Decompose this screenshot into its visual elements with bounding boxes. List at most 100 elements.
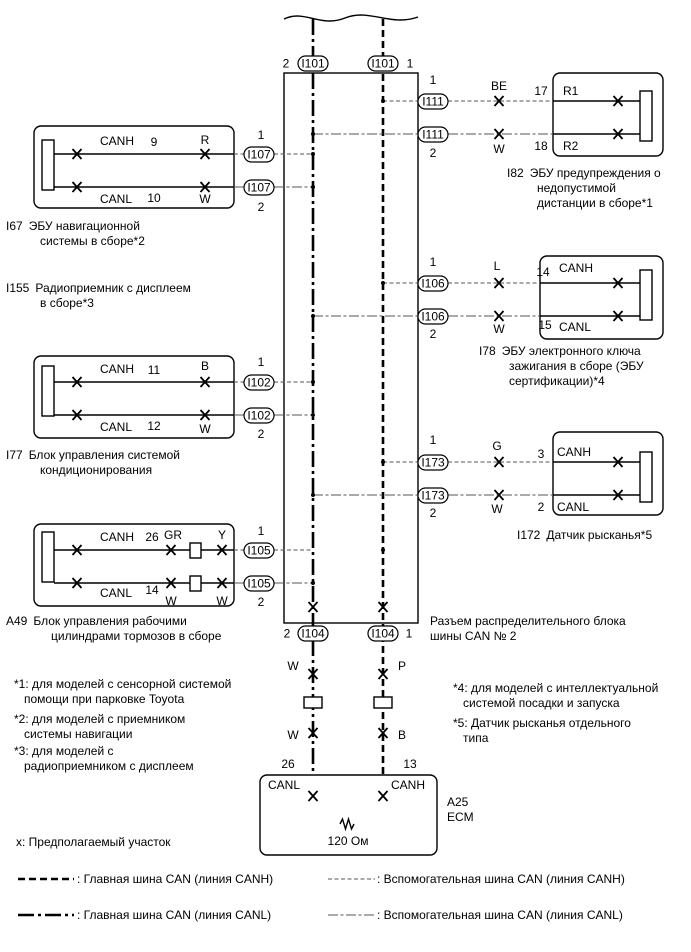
- resistor-value: 120 Ом: [328, 834, 369, 848]
- svg-text:1: 1: [258, 355, 265, 369]
- svg-text:помощи при парковке Toyota: помощи при парковке Toyota: [24, 692, 185, 706]
- resistor-icon: [339, 816, 355, 832]
- svg-text:12: 12: [147, 419, 161, 433]
- svg-text:1: 1: [258, 128, 265, 142]
- ecu-i77-canl-label: CANL: [100, 420, 132, 434]
- connector-i106-label: I106: [421, 310, 445, 324]
- svg-text:W: W: [216, 594, 228, 608]
- svg-text:3: 3: [538, 447, 545, 461]
- svg-text:1: 1: [430, 255, 437, 269]
- ecu-i82-canl-label: R2: [563, 139, 579, 153]
- ecu-a49-canh-label: CANH: [100, 530, 134, 544]
- connector-i101-left: [297, 55, 329, 72]
- svg-text:в сборе*3: в сборе*3: [40, 296, 94, 310]
- svg-text:B: B: [398, 728, 406, 742]
- ecu-i172-box: [552, 431, 664, 516]
- svg-text:2: 2: [258, 595, 265, 609]
- svg-text:G: G: [492, 439, 501, 453]
- svg-text:GR: GR: [164, 528, 182, 542]
- svg-text:W: W: [165, 594, 177, 608]
- svg-text:кондиционирования: кондиционирования: [40, 463, 152, 477]
- ecu-a25-name: ECM: [447, 810, 474, 824]
- svg-text:13: 13: [403, 757, 417, 771]
- svg-text:15: 15: [538, 318, 552, 332]
- ecu-i67-canl-label: CANL: [100, 192, 132, 206]
- ecu-i82-canh-label: R1: [563, 84, 579, 98]
- svg-text:дистанции в сборе*1: дистанции в сборе*1: [537, 196, 653, 210]
- svg-text:2: 2: [258, 427, 265, 441]
- wire-connector-right: [373, 696, 393, 709]
- ecu-a25-box: [259, 774, 438, 856]
- connector-i173-label: I173: [421, 456, 445, 470]
- ecu-i172-canl-label: CANL: [557, 500, 589, 514]
- ecu-i172-canh-label: CANH: [557, 445, 591, 459]
- svg-text:2: 2: [258, 200, 265, 214]
- ecu-i78-resistor: [639, 269, 653, 321]
- svg-text:W: W: [491, 502, 503, 516]
- svg-text:BE: BE: [491, 79, 507, 93]
- svg-text:2: 2: [538, 500, 545, 514]
- ecu-i67-canh-label: CANH: [100, 134, 134, 148]
- legend-sub-canh: : Вспомогательная шина CAN (линия CANH): [377, 872, 625, 886]
- svg-text:2: 2: [430, 327, 437, 341]
- connector-i111-label: I111: [422, 95, 444, 109]
- wire-color: R: [201, 133, 210, 147]
- svg-text:системой посадки и запуска: системой посадки и запуска: [463, 696, 620, 710]
- ecu-i77-resistor: [41, 365, 55, 417]
- svg-text:14: 14: [536, 265, 550, 279]
- svg-text:W: W: [199, 422, 211, 436]
- svg-text:W: W: [287, 659, 299, 673]
- ecu-i78-box: [539, 255, 664, 340]
- svg-text:11: 11: [148, 363, 161, 377]
- svg-text:26: 26: [145, 530, 159, 544]
- svg-text:радиоприемником с дисплеем: радиоприемником с дисплеем: [24, 759, 194, 773]
- svg-text:системы в сборе*2: системы в сборе*2: [40, 234, 145, 248]
- svg-text:I104: I104: [371, 627, 395, 641]
- svg-text:2: 2: [284, 627, 291, 641]
- legend-sub-canl: : Вспомогательная шина CAN (линия CANL): [377, 908, 623, 922]
- footnote-2: *2: для моделей с приемником: [14, 712, 185, 726]
- connector-i101-left-label: I101: [301, 57, 325, 71]
- ecu-i67-resistor: [41, 139, 55, 191]
- ecu-i77-canh-label: CANH: [100, 362, 134, 376]
- svg-text:B: B: [201, 359, 209, 373]
- legend-main-canl: : Главная шина CAN (линия CANL): [77, 908, 271, 922]
- cut-line: [283, 14, 419, 22]
- connector-i106-label: I106: [421, 277, 445, 291]
- ecu-i67-pin-l: 10: [147, 191, 161, 205]
- junction-label: Разъем распределительного блока: [430, 614, 626, 628]
- ecu-a25-canl-label: CANL: [268, 778, 300, 792]
- svg-text:1: 1: [430, 433, 437, 447]
- wire-connector-left: [303, 696, 323, 709]
- connector-i101-right: [367, 55, 399, 72]
- svg-text:зажигания в сборе (ЭБУ: зажигания в сборе (ЭБУ: [509, 359, 644, 373]
- svg-text:17: 17: [534, 84, 548, 98]
- svg-text:14: 14: [145, 583, 159, 597]
- svg-text:типа: типа: [463, 731, 489, 745]
- svg-text:18: 18: [534, 139, 548, 153]
- ecu-a25-code: A25: [447, 795, 469, 809]
- connector-i111-label: I111: [422, 128, 444, 142]
- connector-i105-label: I105: [247, 577, 271, 591]
- connector-i101-right-label: I101: [371, 57, 395, 71]
- svg-text:1: 1: [430, 73, 437, 87]
- connector-i102-label: I102: [247, 376, 271, 390]
- svg-text:L: L: [494, 259, 501, 273]
- suspect-area-note: x: Предполагаемый участок: [16, 835, 171, 849]
- ecu-i82-resistor: [639, 90, 653, 142]
- wire-color: W: [199, 192, 211, 206]
- connector-i173-label: I173: [421, 489, 445, 503]
- svg-text:1: 1: [406, 627, 413, 641]
- svg-text:системы навигации: системы навигации: [24, 727, 132, 741]
- footnote-5: *5: Датчик рысканья отдельного: [453, 716, 631, 730]
- svg-text:W: W: [287, 728, 299, 742]
- ecu-i78-canh-label: CANH: [559, 261, 593, 275]
- connector-i107-label: I107: [247, 148, 271, 162]
